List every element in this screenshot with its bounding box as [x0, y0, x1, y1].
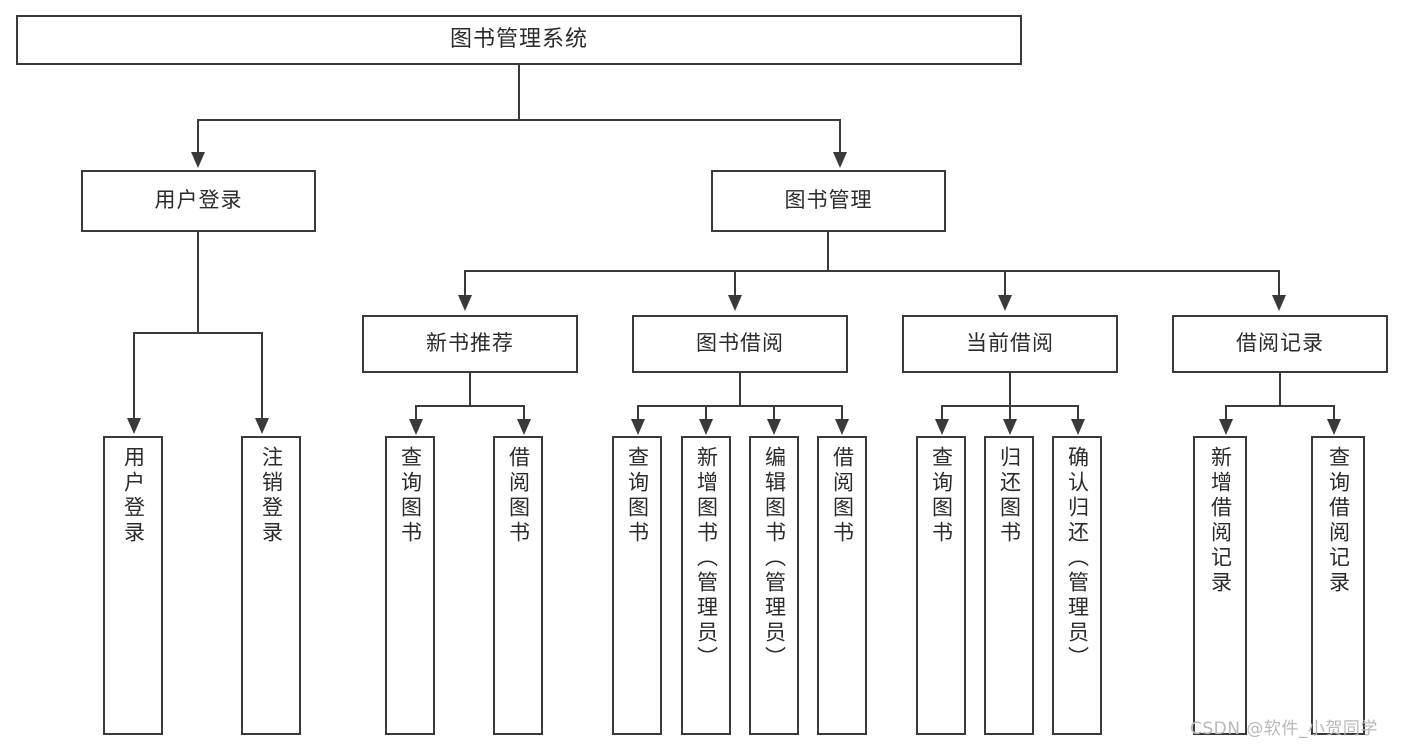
connector-user-login-drop-1	[133, 332, 135, 419]
node-label: 查询借阅记录	[1326, 446, 1351, 596]
node-label: 归还图书	[997, 446, 1022, 546]
node-label: 用户登录	[121, 446, 146, 546]
connector-borrow-record-stem	[1279, 373, 1281, 406]
arrowhead-to-user-login	[191, 152, 205, 168]
leaf-borrow-borrow-book[interactable]: 借阅图书	[817, 436, 867, 735]
arrowhead-to-book-manage	[833, 152, 847, 168]
node-label: 查询图书	[625, 446, 650, 546]
node-user-login[interactable]: 用户登录	[81, 170, 316, 232]
arrowhead-current-borrow-leaf-3	[1071, 419, 1085, 435]
connector-borrow-record-drop-1	[1225, 405, 1227, 420]
node-book-borrow[interactable]: 图书借阅	[632, 315, 848, 373]
node-label: 借阅图书	[830, 446, 855, 546]
connector-root-drop-1	[197, 119, 199, 154]
node-label: 注销登录	[259, 446, 284, 546]
node-label: 确认归还（管理员）	[1065, 446, 1090, 671]
connector-book-manage-drop-1	[464, 270, 466, 296]
node-root-system[interactable]: 图书管理系统	[16, 15, 1022, 65]
leaf-borrow-query-book[interactable]: 查询图书	[612, 436, 662, 735]
connector-book-borrow-drop-2	[705, 405, 707, 420]
connector-root-drop-2	[839, 119, 841, 154]
leaf-new-book-borrow[interactable]: 借阅图书	[493, 436, 543, 735]
leaf-current-return-book[interactable]: 归还图书	[984, 436, 1034, 735]
leaf-current-query-book[interactable]: 查询图书	[916, 436, 966, 735]
connector-user-login-bus	[133, 332, 263, 334]
connector-book-manage-bus	[464, 270, 1280, 272]
leaf-record-query[interactable]: 查询借阅记录	[1311, 436, 1365, 735]
connector-book-manage-drop-3	[1004, 270, 1006, 296]
connector-borrow-record-bus	[1225, 405, 1335, 407]
connector-new-book-drop-1	[415, 405, 417, 420]
connector-book-manage-stem	[827, 232, 829, 271]
connector-new-book-bus	[415, 405, 525, 407]
node-label: 当前借阅	[966, 331, 1054, 356]
node-label: 用户登录	[154, 188, 243, 213]
node-label: 查询图书	[929, 446, 954, 546]
arrowhead-to-borrow-record	[1272, 295, 1286, 311]
arrowhead-current-borrow-leaf-2	[1003, 419, 1017, 435]
leaf-borrow-add-book[interactable]: 新增图书（管理员）	[681, 436, 731, 735]
connector-new-book-drop-2	[523, 405, 525, 420]
leaf-new-book-query[interactable]: 查询图书	[385, 436, 435, 735]
arrowhead-current-borrow-leaf-1	[935, 419, 949, 435]
connector-root-stem	[518, 65, 520, 120]
connector-book-borrow-stem	[739, 373, 741, 406]
node-label: 新增图书（管理员）	[694, 446, 719, 671]
arrowhead-book-borrow-leaf-1	[631, 419, 645, 435]
connector-borrow-record-drop-2	[1333, 405, 1335, 420]
leaf-record-add[interactable]: 新增借阅记录	[1193, 436, 1247, 735]
node-label: 借阅图书	[506, 446, 531, 546]
node-book-management[interactable]: 图书管理	[711, 170, 946, 232]
connector-current-borrow-drop-1	[941, 405, 943, 420]
arrowhead-to-new-book	[458, 295, 472, 311]
connector-user-login-drop-2	[261, 332, 263, 419]
connector-book-manage-drop-4	[1278, 270, 1280, 296]
connector-book-borrow-drop-1	[637, 405, 639, 420]
node-label: 图书管理	[784, 188, 873, 213]
connector-user-login-stem	[197, 232, 199, 333]
leaf-borrow-edit-book[interactable]: 编辑图书（管理员）	[749, 436, 799, 735]
node-borrow-record[interactable]: 借阅记录	[1172, 315, 1388, 373]
node-label: 编辑图书（管理员）	[762, 446, 787, 671]
arrowhead-borrow-record-leaf-2	[1327, 419, 1341, 435]
node-label: 图书管理系统	[449, 26, 588, 52]
arrowhead-book-borrow-leaf-4	[835, 419, 849, 435]
arrowhead-new-book-leaf-1	[409, 419, 423, 435]
connector-root-bus	[197, 119, 840, 121]
connector-new-book-stem	[469, 373, 471, 406]
connector-book-borrow-bus	[637, 405, 843, 407]
leaf-user-login[interactable]: 用户登录	[103, 436, 163, 735]
connector-current-borrow-drop-2	[1009, 405, 1011, 420]
connector-book-manage-drop-2	[734, 270, 736, 296]
connector-book-borrow-drop-3	[773, 405, 775, 420]
leaf-current-confirm-return[interactable]: 确认归还（管理员）	[1052, 436, 1102, 735]
node-label: 查询图书	[398, 446, 423, 546]
arrowhead-to-book-borrow	[728, 295, 742, 311]
node-label: 新书推荐	[426, 331, 514, 356]
node-label: 借阅记录	[1236, 331, 1324, 356]
node-new-book-recommend[interactable]: 新书推荐	[362, 315, 578, 373]
connector-current-borrow-stem	[1009, 373, 1011, 406]
arrowhead-to-leaf-user-login	[127, 418, 141, 434]
leaf-logout[interactable]: 注销登录	[241, 436, 301, 735]
arrowhead-to-leaf-logout	[255, 418, 269, 434]
connector-book-borrow-drop-4	[841, 405, 843, 420]
connector-current-borrow-drop-3	[1077, 405, 1079, 420]
node-current-borrow[interactable]: 当前借阅	[902, 315, 1118, 373]
arrowhead-book-borrow-leaf-3	[767, 419, 781, 435]
arrowhead-to-current-borrow	[998, 295, 1012, 311]
arrowhead-borrow-record-leaf-1	[1219, 419, 1233, 435]
node-label: 新增借阅记录	[1208, 446, 1233, 596]
arrowhead-new-book-leaf-2	[517, 419, 531, 435]
node-label: 图书借阅	[696, 331, 784, 356]
arrowhead-book-borrow-leaf-2	[699, 419, 713, 435]
